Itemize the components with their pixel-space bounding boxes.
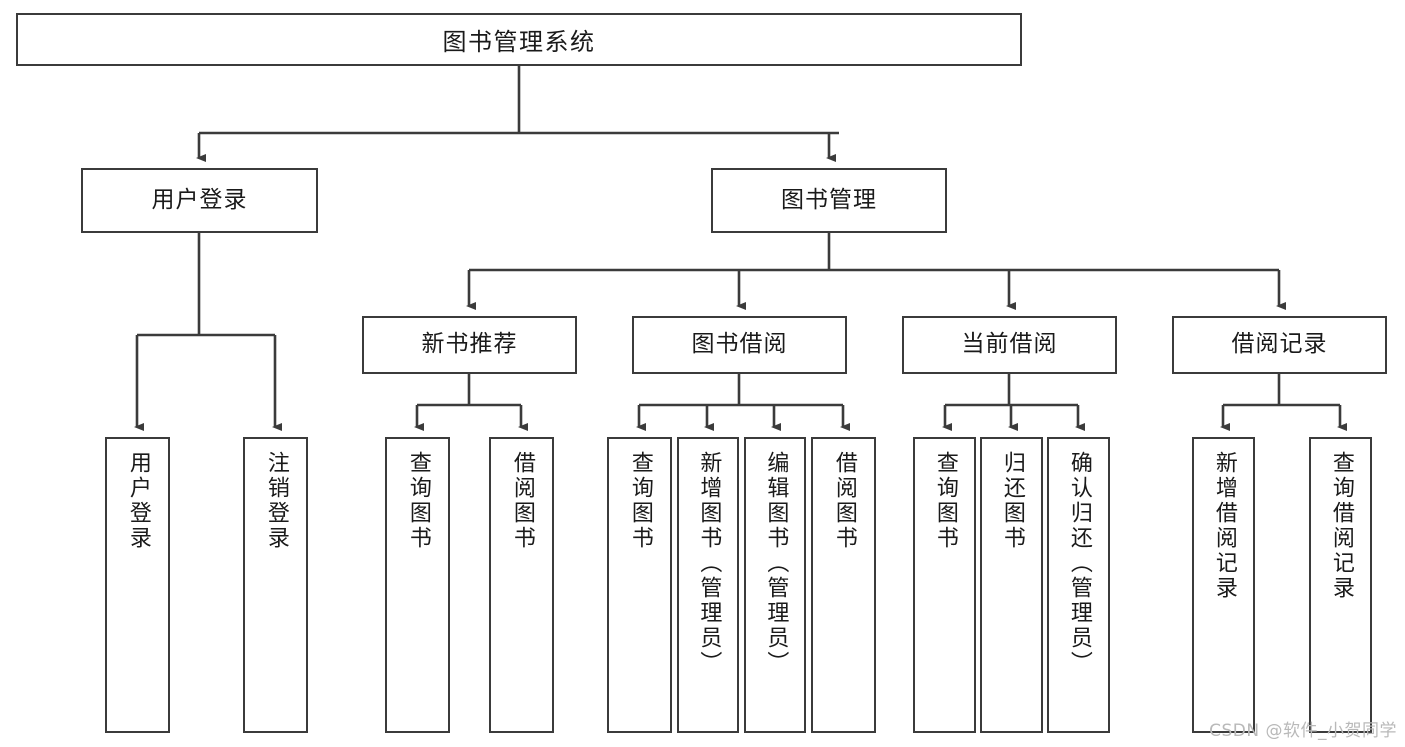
node-label: 当前借阅 (961, 331, 1058, 358)
leaf-new-book-query-book[interactable]: 查询图书 (385, 437, 450, 733)
node-label: 用户登录 (125, 451, 151, 551)
leaf-borrow-record-query-record[interactable]: 查询借阅记录 (1309, 437, 1372, 733)
leaf-borrow-record-add-record[interactable]: 新增借阅记录 (1192, 437, 1255, 733)
leaf-user-login-login[interactable]: 用户登录 (105, 437, 170, 733)
node-label: 新增图书（管理员） (696, 451, 722, 676)
node-label: 确认归还（管理员） (1066, 451, 1092, 676)
node-borrow-record[interactable]: 借阅记录 (1172, 316, 1387, 374)
node-current-borrow[interactable]: 当前借阅 (902, 316, 1117, 374)
node-label: 查询图书 (405, 451, 431, 551)
node-label: 借阅记录 (1231, 331, 1328, 358)
leaf-current-borrow-confirm-return-admin[interactable]: 确认归还（管理员） (1047, 437, 1110, 733)
node-root-book-management-system[interactable]: 图书管理系统 (16, 13, 1022, 66)
node-label: 注销登录 (263, 451, 289, 551)
leaf-book-borrow-query-book[interactable]: 查询图书 (607, 437, 672, 733)
leaf-current-borrow-query-book[interactable]: 查询图书 (913, 437, 976, 733)
node-user-login[interactable]: 用户登录 (81, 168, 318, 233)
node-label: 归还图书 (999, 451, 1025, 551)
leaf-new-book-borrow-book[interactable]: 借阅图书 (489, 437, 554, 733)
leaf-current-borrow-return-book[interactable]: 归还图书 (980, 437, 1043, 733)
node-new-book-recommend[interactable]: 新书推荐 (362, 316, 577, 374)
leaf-book-borrow-edit-book-admin[interactable]: 编辑图书（管理员） (744, 437, 806, 733)
leaf-book-borrow-add-book-admin[interactable]: 新增图书（管理员） (677, 437, 739, 733)
node-label: 编辑图书（管理员） (763, 451, 789, 676)
node-label: 图书管理 (781, 186, 877, 213)
node-book-management[interactable]: 图书管理 (711, 168, 947, 233)
watermark: CSDN @软件_小贺同学 (1209, 721, 1397, 741)
node-label: 新书推荐 (421, 331, 518, 358)
node-label: 新增借阅记录 (1211, 451, 1237, 601)
node-label: 借阅图书 (509, 451, 535, 551)
node-label: 图书借阅 (691, 331, 788, 358)
node-label: 查询借阅记录 (1328, 451, 1354, 601)
node-label: 用户登录 (151, 186, 248, 213)
leaf-book-borrow-borrow-book[interactable]: 借阅图书 (811, 437, 876, 733)
node-label: 查询图书 (627, 451, 653, 551)
node-label: 查询图书 (932, 451, 958, 551)
node-book-borrow[interactable]: 图书借阅 (632, 316, 847, 374)
node-label: 借阅图书 (831, 451, 857, 551)
node-label: 图书管理系统 (442, 28, 596, 56)
leaf-user-login-logout[interactable]: 注销登录 (243, 437, 308, 733)
